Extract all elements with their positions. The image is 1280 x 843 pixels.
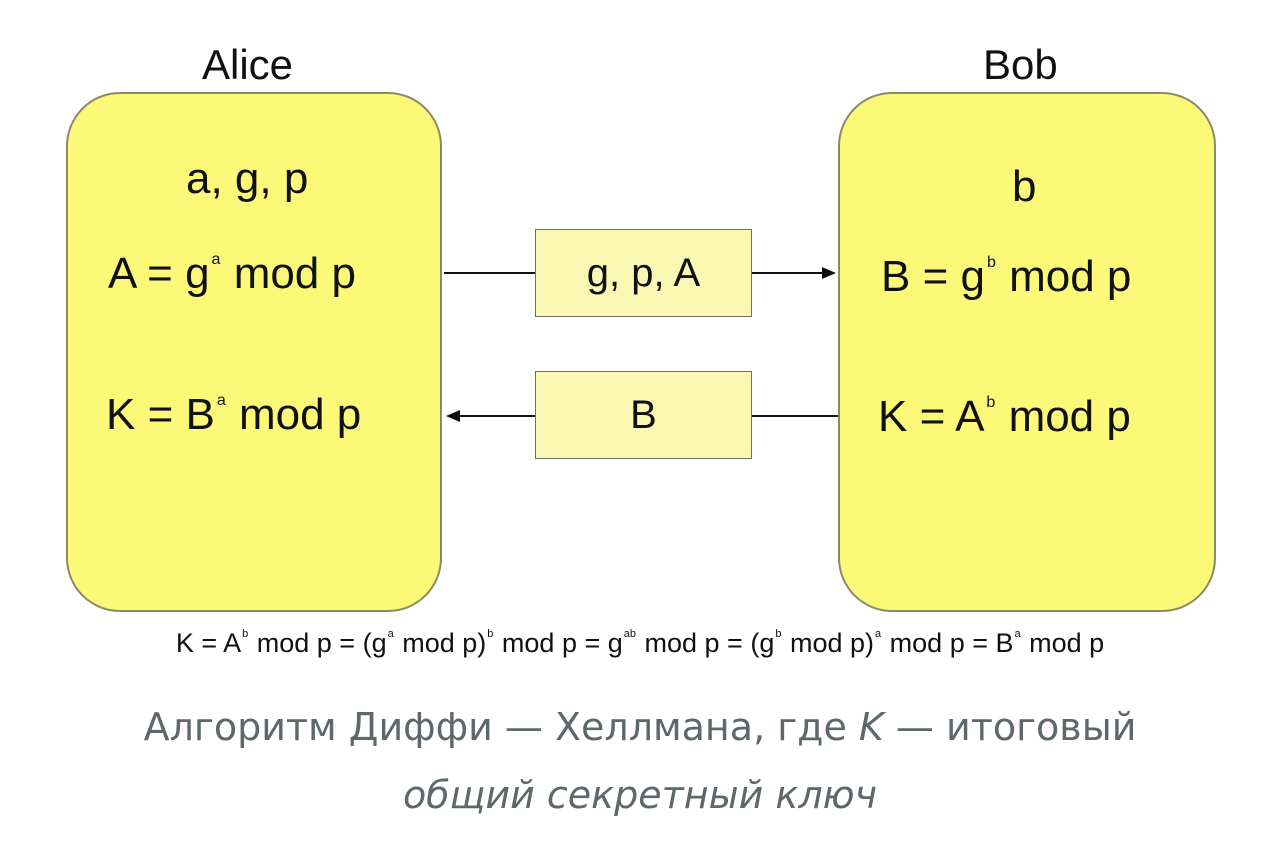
bob-panel: [838, 92, 1216, 612]
message-to-bob-box: g, p, A: [535, 229, 752, 317]
bob-eq-b-base: B = g: [881, 252, 985, 301]
arrow-to-bob-line-right: [752, 272, 824, 274]
arrow-to-alice-line-right: [752, 415, 838, 417]
alice-eq-k-exponent: a: [216, 392, 226, 409]
bob-eq-k-mod: mod p: [1008, 392, 1131, 441]
caption-line-2: общий секретный ключ: [402, 773, 878, 817]
alice-eq-a-mod: mod p: [233, 249, 356, 298]
bob-eq-k-exponent: b: [986, 394, 996, 411]
alice-eq-k-base: K = B: [106, 390, 215, 439]
alice-panel: [66, 92, 442, 612]
alice-eq-k-mod: mod p: [238, 390, 362, 439]
bob-eq-b-exponent: b: [986, 254, 996, 271]
bob-eq-k-base: K = A: [878, 392, 985, 441]
bob-vars: b: [1012, 162, 1037, 211]
alice-eq-a-base: A = g: [108, 249, 210, 298]
bob-label: Bob: [983, 41, 1058, 88]
message-to-alice-text: B: [630, 393, 657, 437]
alice-eq-a-exponent: a: [211, 251, 221, 268]
alice-vars: a, g, p: [186, 154, 309, 203]
alice-label: Alice: [202, 41, 294, 88]
arrow-to-bob-line-left: [444, 272, 536, 274]
bob-eq-b-mod: mod p: [1009, 252, 1132, 301]
message-to-bob-text: g, p, A: [586, 251, 701, 295]
key-derivation-formula: K = Ab mod p = (ga mod p)b mod p = gab m…: [175, 628, 1105, 658]
caption-line-1: Алгоритм Диффи — Хеллмана, где K — итого…: [143, 705, 1137, 749]
arrow-to-alice-head: [446, 410, 460, 422]
arrow-to-alice-line-left: [458, 415, 536, 417]
message-to-alice-box: B: [535, 371, 752, 459]
arrow-to-bob-head: [822, 267, 836, 279]
